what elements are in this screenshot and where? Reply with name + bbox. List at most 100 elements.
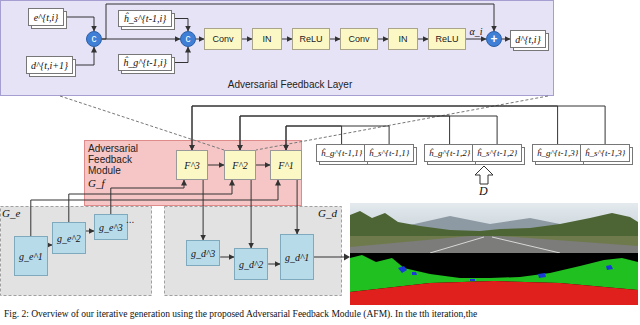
region-fill	[85, 141, 302, 206]
feature-stack: ĥ_s^{t-1,2}	[472, 144, 522, 162]
node-label: ĥ_g^{t-1,i}	[123, 57, 167, 68]
node-label: Conv	[212, 34, 233, 44]
connector-arrow	[242, 39, 252, 40]
output-arrow-head	[344, 254, 350, 261]
connector-arrow	[172, 47, 188, 63]
connector-arrow	[86, 231, 94, 232]
network-block: g_e^3	[94, 214, 128, 240]
node-label: IN	[263, 34, 272, 44]
connector-arrow	[64, 17, 94, 31]
network-block: g_d^1	[280, 234, 314, 280]
connector-arrow	[502, 39, 510, 40]
feature-stack: ĥ_g^{t-1,2}	[424, 144, 475, 162]
connector-arrow	[111, 180, 184, 214]
node-label: +	[490, 33, 497, 45]
discriminator-arrow	[475, 166, 493, 184]
module-box: Adversarial Feedback ModuleG_f F^3 F^2 F^1	[84, 140, 302, 206]
output-arrow	[312, 257, 344, 258]
connector-arrow	[418, 39, 428, 40]
connector-arrow	[203, 180, 204, 240]
region-fill	[1, 207, 152, 296]
node-label: G_e	[2, 207, 26, 219]
node-label: ĥ_g^{t-1,3}	[537, 148, 578, 158]
connector-arrow	[466, 39, 486, 40]
layer-box: IN	[252, 28, 282, 50]
network-block: g_d^3	[186, 240, 220, 266]
layer-box: IN	[388, 28, 418, 50]
layer-box: ReLU	[292, 28, 330, 50]
connector-arrow	[268, 264, 280, 265]
node-label: g_e^1	[19, 251, 43, 262]
connector-arrow	[378, 39, 388, 40]
network-block: g_e^2	[52, 222, 86, 254]
node-label: ĥ_s^{t-1,2}	[477, 148, 517, 158]
feature-stack: ĥ_g^{t-1,1}	[316, 144, 367, 162]
node-label: ĥ_g^{t-1,2}	[429, 148, 470, 158]
node-label: g_d^2	[239, 259, 263, 270]
segmentation-map	[350, 253, 638, 305]
network-block: g_e^1	[14, 236, 48, 276]
network-region: G_d g_d^3 g_d^2 g_d^1	[164, 206, 342, 296]
feature-stack: d^{t,i}	[510, 30, 546, 48]
layer-box: Conv	[340, 28, 378, 50]
node-label: c	[92, 34, 97, 44]
connector-arrow	[256, 165, 270, 166]
connector-arrow	[73, 47, 94, 65]
node-label: G_f	[88, 177, 118, 189]
layer-panel: Adversarial Feedback Layer e^{t,i} d^{t,i+…	[0, 0, 554, 96]
annotation-label: ...	[126, 214, 134, 225]
node-label: g_d^3	[191, 248, 215, 259]
node-label: g_e^3	[99, 222, 123, 233]
feature-stack: ĥ_s^{t-1,3}	[580, 144, 630, 162]
node-label: ĥ_s^{t-1,i}	[124, 13, 167, 24]
region-fill	[1, 1, 554, 96]
feedback-layer-box: F^3	[176, 150, 208, 180]
node-label: g_d^1	[285, 252, 309, 263]
connector-arrow	[330, 39, 340, 40]
node-label: F^1	[278, 160, 293, 171]
node-label: c	[186, 34, 191, 44]
edge-label: α_i	[469, 26, 482, 37]
feedback-layer-box: F^1	[270, 150, 302, 180]
connector-arrow	[172, 19, 188, 32]
node-label: d^{t,i+1}	[31, 60, 68, 71]
feature-stack: d^{t,i+1}	[26, 56, 73, 74]
node-label: F^2	[232, 160, 247, 171]
connector-arrow	[282, 39, 292, 40]
figure-caption: Fig. 2: Overview of our iterative genera…	[4, 309, 477, 319]
connector-arrow	[297, 180, 298, 234]
zoom-line	[60, 96, 224, 150]
feature-stack: e^{t,i}	[28, 8, 64, 26]
node-label: G_d	[318, 207, 342, 219]
feature-stack: ĥ_s^{t-1,1}	[364, 144, 414, 162]
connector-arrow	[196, 39, 204, 40]
node-label: ĥ_s^{t-1,1}	[369, 148, 409, 158]
node-label: IN	[399, 34, 408, 44]
node-label: e^{t,i}	[34, 12, 59, 23]
layer-box: Conv	[204, 28, 242, 50]
node-label: Adversarial Feedback Module	[88, 143, 150, 176]
region-fill	[165, 207, 342, 296]
node-label: ReLU	[435, 34, 458, 44]
annotation-label: D	[479, 185, 488, 198]
network-block: g_d^2	[234, 248, 268, 280]
connector-arrow	[102, 39, 180, 40]
node-label: d^{t,i}	[515, 34, 540, 45]
node-label: ĥ_s^{t-1,3}	[585, 148, 625, 158]
node-label: F^3	[184, 160, 199, 171]
street-photo	[350, 203, 638, 253]
zoom-line	[256, 96, 548, 150]
connector-arrow	[208, 165, 224, 166]
concat-circle: c	[180, 31, 196, 47]
connector-arrow	[220, 257, 234, 258]
concat-circle: c	[86, 31, 102, 47]
feedback-layer-box: F^2	[224, 150, 256, 180]
layer-box: ReLU	[428, 28, 466, 50]
node-label: ReLU	[299, 34, 322, 44]
node-label: Conv	[348, 34, 369, 44]
feature-stack: ĥ_g^{t-1,i}	[118, 54, 172, 71]
node-label: ĥ_g^{t-1,1}	[321, 148, 362, 158]
feature-stack: ĥ_g^{t-1,3}	[532, 144, 583, 162]
node-label: Adversarial Feedback Layer	[190, 79, 390, 90]
sum-circle: +	[486, 31, 502, 47]
